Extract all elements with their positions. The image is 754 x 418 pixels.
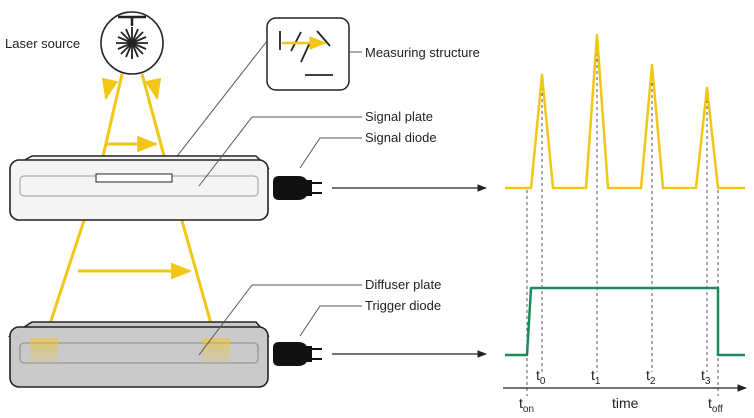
tick-label-t-on: ton <box>519 395 534 415</box>
signal-plate: Signal plate <box>9 109 433 221</box>
tick-label-t-off: toff <box>708 395 723 415</box>
trigger-diode-waveform <box>505 286 745 357</box>
tick-label-t2: t2 <box>646 367 656 387</box>
trigger-diode: Trigger diode <box>273 298 487 366</box>
signal-plate-body <box>9 159 269 221</box>
diffuser-plate-inner-line <box>19 342 259 364</box>
measuring-structure: Measuring structure <box>159 17 480 179</box>
signal-diode-label: Signal diode <box>365 130 437 145</box>
beam-entry-arrow <box>144 77 162 101</box>
signal-diode-waveform <box>505 33 745 190</box>
beam-spot-right <box>202 338 230 366</box>
beam-entry-arrow <box>101 77 119 101</box>
signal-diode-leader <box>299 137 362 169</box>
time-markers <box>526 35 719 396</box>
diffuser-plate: Diffuser plate <box>7 277 441 388</box>
measuring-structure-label: Measuring structure <box>365 45 480 60</box>
trigger-diode-leader <box>299 305 362 337</box>
timing-plot: t0 t1 t2 t3 ton time toff <box>503 33 747 415</box>
tick-label-t0: t0 <box>536 367 546 387</box>
signal-diode: Signal diode <box>273 130 487 200</box>
trigger-diode-label: Trigger diode <box>365 298 441 313</box>
tick-label-t3: t3 <box>701 367 711 387</box>
photodiode-icon <box>273 176 322 200</box>
signal-plate-label: Signal plate <box>365 109 433 124</box>
laser-source-label: Laser source <box>5 36 80 51</box>
diffuser-plate-leader <box>198 284 253 356</box>
measuring-structure-icon <box>279 30 333 76</box>
signal-plate-leader <box>198 116 253 187</box>
diffuser-plate-label: Diffuser plate <box>365 277 441 292</box>
laser-source: Laser source <box>5 11 164 75</box>
measuring-structure-frame <box>266 17 350 91</box>
measuring-structure-on-plate <box>95 173 173 183</box>
laser-starburst-icon <box>116 27 148 59</box>
tick-label-t1: t1 <box>591 367 601 387</box>
time-axis-label: time <box>612 395 639 411</box>
measuring-structure-zoom-line <box>159 40 268 179</box>
photodiode-icon <box>273 342 322 366</box>
beam-spot-left <box>30 338 58 366</box>
